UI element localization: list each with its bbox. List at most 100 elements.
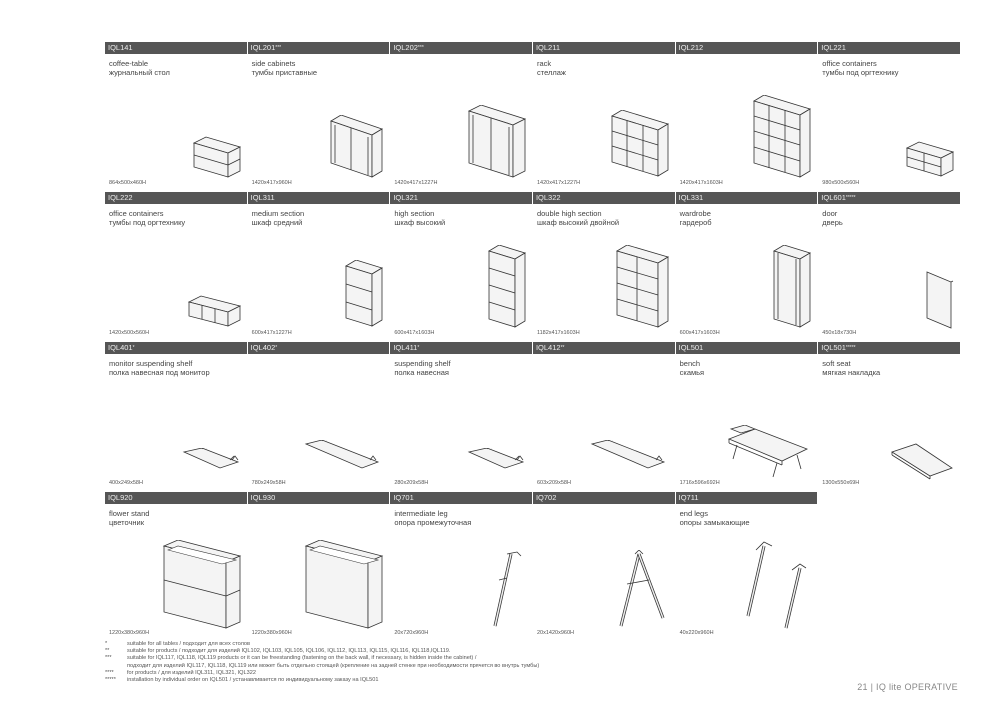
product-code-bar: IQL221 — [818, 42, 961, 54]
product-code: IQL212 — [678, 43, 704, 52]
product-name-ru: стеллаж — [536, 67, 566, 77]
product-code: IQL412 — [535, 343, 561, 352]
product-code-bar: IQL501 — [675, 342, 819, 354]
soft-seat-icon — [890, 440, 955, 480]
footnote-mark: ***** — [845, 195, 856, 201]
product-dimensions: 400x249x58H — [109, 480, 143, 486]
leg-single-icon — [487, 550, 527, 630]
footnote-mark: ***** — [105, 677, 116, 684]
product-code-bar: IQL321 — [390, 192, 533, 204]
product-code-bar: IQ702 — [532, 492, 676, 504]
footnote-line: **** for products / для изделий IQL311, I… — [105, 670, 539, 677]
footnote-mark: ***** — [845, 345, 856, 351]
footnote-mark: *** — [275, 45, 282, 51]
footnote-text: for products / для изделий IQL311, IQL32… — [127, 669, 256, 676]
product-name-ru: опоры замыкающие — [679, 517, 750, 527]
footnote-mark: ** — [560, 345, 565, 351]
product-code: IQ711 — [678, 493, 699, 502]
footnote-text: подходит для изделий IQL117, IQL118, IQL… — [127, 662, 540, 669]
panel-box-icon — [304, 540, 384, 630]
product-code: IQL221 — [821, 43, 846, 52]
footnote-line: подходит для изделий IQL117, IQL118, IQL… — [105, 663, 539, 670]
shelf-long-icon — [304, 440, 384, 480]
end-legs-icon — [742, 540, 812, 630]
product-code: IQ701 — [393, 493, 414, 502]
footnote-text: suitable for all tables / подходит для в… — [127, 641, 251, 647]
product-code: IQL930 — [250, 493, 276, 502]
product-name-en: rack — [536, 59, 552, 68]
product-name-ru: полка навесная под монитор — [109, 367, 210, 377]
product-name-ru: скамья — [679, 367, 705, 377]
footnote-mark: ** — [105, 648, 110, 655]
product-dimensions: 450x18x730H — [822, 330, 857, 336]
product-code-bar: IQL401* — [105, 342, 248, 354]
rack-icon — [610, 110, 670, 180]
product-name-ru: тумбы приставные — [251, 67, 318, 77]
product-code-bar: IQL411* — [390, 342, 533, 354]
product-code: IQL401 — [108, 343, 133, 352]
product-name-ru: опора промежуточная — [394, 517, 472, 527]
rack-tall-icon — [752, 95, 812, 180]
shelf-long-icon — [590, 440, 670, 480]
product-code-bar: IQL322 — [532, 192, 676, 204]
product-code-bar: IQL202*** — [390, 42, 533, 54]
product-code-bar: IQL222 — [105, 192, 248, 204]
door-icon — [925, 270, 955, 330]
product-name-en: double high section — [536, 209, 602, 218]
footnote-text: suitable for products / подходит для изд… — [127, 648, 451, 655]
product-code: IQL501 — [821, 343, 846, 352]
product-name-ru: шкаф высокий — [394, 217, 446, 227]
cabinet-2door-icon — [329, 115, 384, 180]
coffee-table-icon — [192, 135, 242, 180]
product-code-bar: IQL501***** — [818, 342, 961, 354]
section-high-icon — [487, 245, 527, 330]
product-code-bar: IQL601***** — [818, 192, 961, 204]
shelf-small-icon — [182, 448, 242, 480]
product-code-bar: IQL201*** — [247, 42, 391, 54]
footnotes: *suitable for all tables / подходит для … — [105, 641, 539, 684]
product-code: IQ702 — [535, 493, 557, 502]
product-name-ru: цветочник — [109, 517, 144, 527]
product-dimensions: 1300x550x69H — [822, 480, 860, 486]
product-dimensions: 1220x380x960H — [251, 630, 292, 636]
footnote-mark: *** — [105, 655, 112, 662]
footnote-text: suitable for IQL117, IQL118, IQL119 prod… — [127, 655, 477, 662]
product-code-bar: IQL920 — [105, 492, 248, 504]
product-code: IQL222 — [108, 193, 133, 202]
footnote-mark: * — [275, 345, 278, 351]
footnote-mark: **** — [105, 669, 114, 676]
section-double-icon — [615, 245, 670, 330]
product-name-en: office containers — [109, 209, 164, 218]
product-name-ru: полка навесная — [394, 367, 449, 377]
product-name-ru: шкаф высокий двойной — [536, 217, 620, 227]
footnote-line: ** suitable for products / подходит для и… — [105, 648, 539, 655]
product-name-en: door — [822, 209, 838, 218]
product-card: IQL930 1220x380x960H — [247, 492, 391, 642]
product-name-en: monitor suspending shelf — [109, 359, 193, 368]
product-name-en: medium section — [251, 209, 305, 218]
product-dimensions: 1420x417x960H — [251, 180, 292, 186]
product-dimensions: 780x249x58H — [251, 480, 286, 486]
product-code: IQL322 — [535, 193, 561, 202]
product-dimensions: 600x417x1227H — [251, 330, 292, 336]
